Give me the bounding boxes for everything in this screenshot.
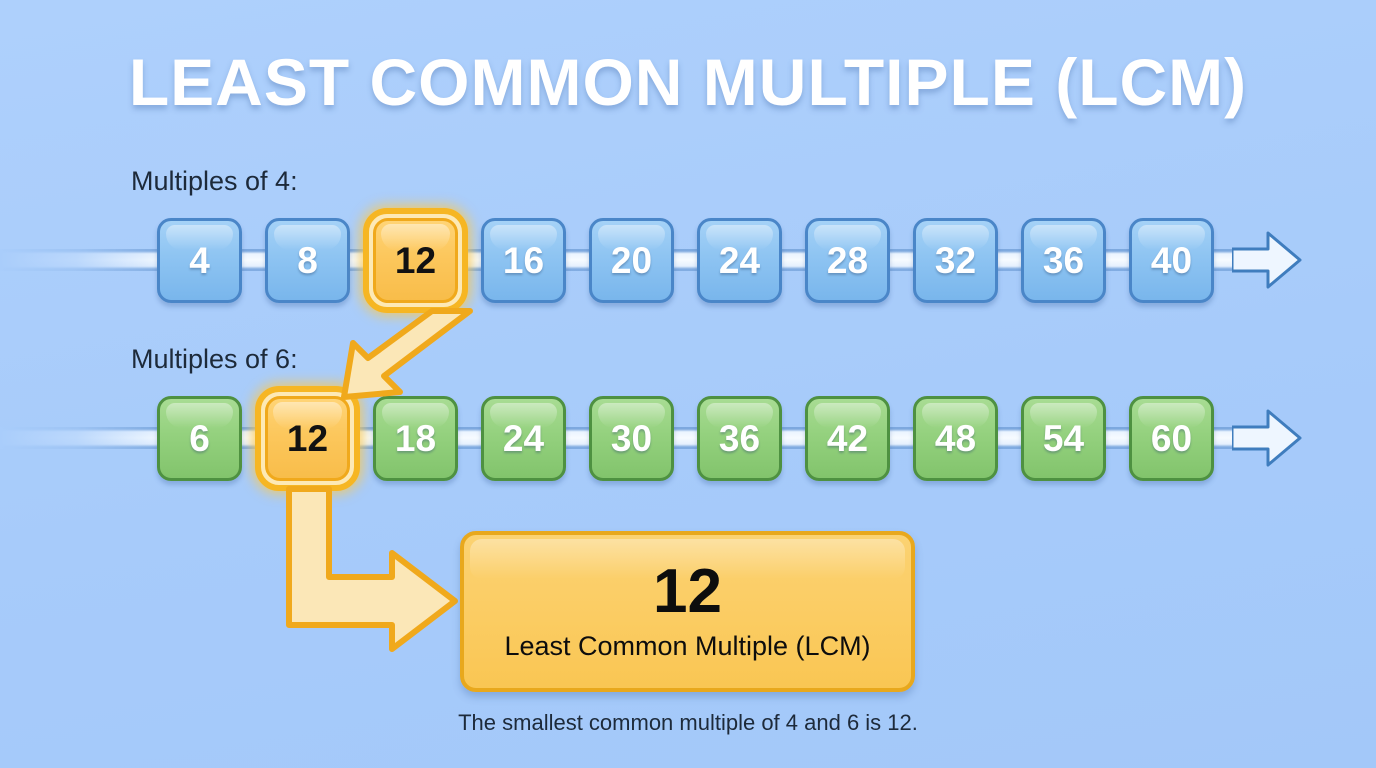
multiple-box: 42 [805, 396, 890, 481]
multiple-value-text: 18 [394, 417, 437, 459]
result-box-gloss [470, 539, 905, 579]
box-gloss [381, 224, 450, 251]
multiple-value-text: 60 [1150, 417, 1193, 459]
multiple-value-text: 36 [718, 417, 761, 459]
multiple-value-text: 24 [718, 239, 761, 281]
multiple-box: 40 [1129, 218, 1214, 303]
highlighted-multiple-box: 12 [247, 378, 368, 499]
result-number: 12 [653, 557, 722, 626]
multiple-value-text: 40 [1150, 239, 1193, 281]
multiple-box: 36 [697, 396, 782, 481]
multiple-box: 54 [1021, 396, 1106, 481]
multiple-value-text: 48 [934, 417, 977, 459]
result-caption: Least Common Multiple (LCM) [504, 631, 871, 661]
number-line-fade [0, 249, 170, 271]
multiple-value-text: 12 [286, 417, 329, 459]
number-line-end-arrow-row-1 [1232, 231, 1302, 289]
multiple-box: 8 [265, 218, 350, 303]
multiple-box: 18 [373, 396, 458, 481]
row-label-multiples-of-6: Multiples of 6: [131, 344, 298, 374]
multiple-value-text: 36 [1042, 239, 1085, 281]
multiple-value-text: 4 [189, 239, 210, 281]
multiple-box: 20 [589, 218, 674, 303]
multiple-box: 6 [157, 396, 242, 481]
multiple-value-text: 30 [610, 417, 653, 459]
multiple-box: 24 [481, 396, 566, 481]
multiple-value-text: 8 [297, 239, 318, 281]
multiple-box: 32 [913, 218, 998, 303]
multiple-box: 48 [913, 396, 998, 481]
multiple-value-text: 42 [826, 417, 869, 459]
row-label-multiples-of-4: Multiples of 4: [131, 166, 298, 196]
connector-arrow-twelve-to-twelve [341, 308, 473, 400]
multiple-box: 36 [1021, 218, 1106, 303]
multiple-value-text: 28 [826, 239, 869, 281]
page-title: LEAST COMMON MULTIPLE (LCM) [128, 45, 1248, 119]
multiple-box: 28 [805, 218, 890, 303]
multiple-value-text: 54 [1042, 417, 1085, 459]
multiple-value-text: 24 [502, 417, 545, 459]
number-line-end-arrow-row-2 [1232, 409, 1302, 467]
multiple-value-text: 6 [189, 417, 210, 459]
footnote-text: The smallest common multiple of 4 and 6 … [458, 710, 918, 735]
multiple-box: 4 [157, 218, 242, 303]
multiple-box: 16 [481, 218, 566, 303]
multiple-box-value: 12 [265, 396, 350, 481]
multiple-value-text: 32 [934, 239, 977, 281]
multiple-box: 24 [697, 218, 782, 303]
highlighted-multiple-box: 12 [355, 200, 476, 321]
multiple-value-text: 12 [394, 239, 437, 281]
multiple-box: 60 [1129, 396, 1214, 481]
result-box: 12 Least Common Multiple (LCM) [460, 531, 915, 692]
multiple-value-text: 16 [502, 239, 545, 281]
multiple-box: 30 [589, 396, 674, 481]
box-gloss [273, 402, 342, 429]
multiple-value-text: 20 [610, 239, 653, 281]
multiple-box-value: 12 [373, 218, 458, 303]
connector-arrow-twelve-to-result [286, 486, 458, 652]
number-line-fade [0, 427, 170, 449]
